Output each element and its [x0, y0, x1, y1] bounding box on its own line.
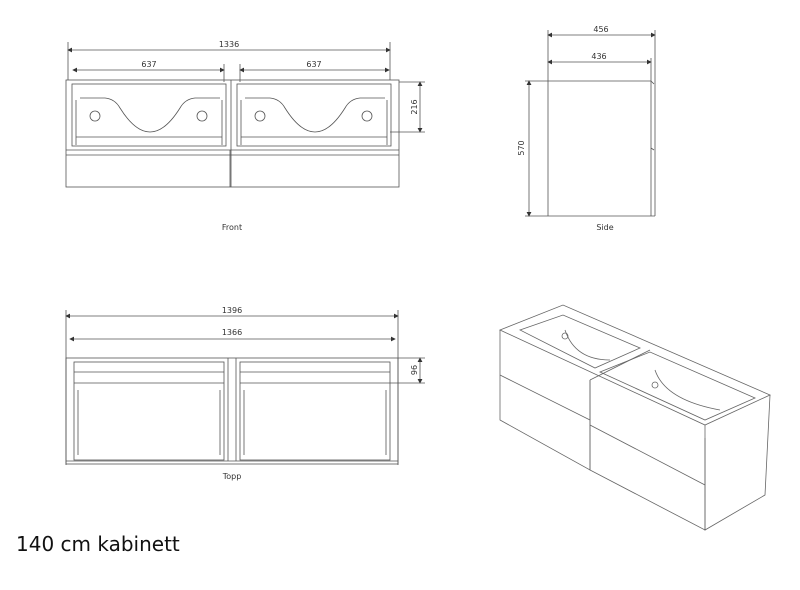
- front-caption: Front: [222, 223, 242, 232]
- side-view: [525, 30, 656, 217]
- side-body-depth: 436: [591, 52, 606, 61]
- front-overall-width: 1336: [219, 40, 239, 49]
- side-total-depth: 456: [593, 25, 608, 34]
- top-inner-width: 1366: [222, 328, 242, 337]
- side-height: 570: [517, 140, 526, 155]
- top-rail-depth: 96: [410, 365, 419, 375]
- front-view: [65, 42, 425, 188]
- top-view: [65, 310, 425, 465]
- side-caption: Side: [596, 223, 613, 232]
- page-title: 140 cm kabinett: [16, 532, 180, 556]
- isometric-view: [498, 304, 771, 531]
- front-left-basin-width: 637: [141, 60, 156, 69]
- top-caption: Topp: [222, 472, 242, 481]
- top-overall-width: 1396: [222, 306, 242, 315]
- front-basin-depth: 216: [410, 99, 419, 114]
- front-right-basin-width: 637: [306, 60, 321, 69]
